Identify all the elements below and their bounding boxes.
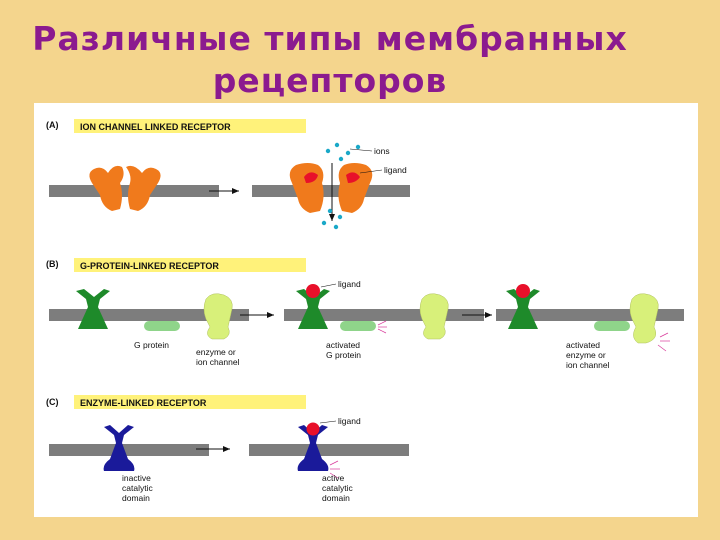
section-a: (A) ION CHANNEL LINKED RECEPTOR (46, 119, 410, 230)
enzyme-activated (629, 293, 659, 344)
g-protein-1 (144, 321, 180, 331)
ligand-a1 (304, 172, 318, 183)
section-c: (C) ENZYME-LINKED RECEPTOR ligand inacti… (46, 395, 409, 503)
activation-spark-1 (377, 320, 387, 334)
activation-spark-2 (657, 332, 670, 352)
section-c-heading-box (74, 395, 306, 409)
activated-enzyme-label-line3: ion channel (566, 360, 610, 370)
section-a-heading: ION CHANNEL LINKED RECEPTOR (80, 122, 231, 132)
inactive-label-line1: inactive (122, 473, 151, 483)
activation-spark-3 (329, 460, 340, 479)
receptor-diagram: (A) ION CHANNEL LINKED RECEPTOR (46, 119, 684, 503)
ion-channel-open (289, 163, 373, 213)
ligand-label-b: ligand (338, 279, 361, 289)
activated-g-label-line2: G protein (326, 350, 361, 360)
g-receptor-1 (76, 289, 110, 329)
diagram-panel: (A) ION CHANNEL LINKED RECEPTOR (34, 103, 698, 517)
section-c-tag: (C) (46, 397, 59, 407)
enzyme-label-line2: ion channel (196, 357, 240, 367)
g-protein-label: G protein (134, 340, 169, 350)
ligand-b1 (306, 284, 320, 298)
membrane-a2 (252, 185, 410, 197)
section-c-heading: ENZYME-LINKED RECEPTOR (80, 398, 207, 408)
section-a-heading-box (74, 119, 306, 133)
ligand-a2 (346, 172, 360, 183)
g-protein-activated (340, 321, 376, 331)
ion-channel-closed (89, 165, 161, 211)
membrane-c2 (249, 444, 409, 456)
inactive-label-line3: domain (122, 493, 150, 503)
ligand-label-a: ligand (384, 165, 407, 175)
ions-label: ions (374, 146, 390, 156)
ligand-c (306, 422, 320, 436)
section-b-tag: (B) (46, 259, 59, 269)
title-line-2: рецепторов (212, 61, 448, 100)
membrane-c1 (49, 444, 209, 456)
g-receptor-3 (506, 289, 540, 329)
active-label-line2: catalytic (322, 483, 353, 493)
active-label-line3: domain (322, 493, 350, 503)
enzyme-receptor-inactive (103, 425, 135, 471)
section-b-heading: G-PROTEIN-LINKED RECEPTOR (80, 261, 219, 271)
activated-g-label-line1: activated (326, 340, 360, 350)
inactive-label-line2: catalytic (122, 483, 153, 493)
ions-dots (321, 142, 361, 230)
active-label-line1: active (322, 473, 344, 483)
enzyme-1 (203, 293, 233, 340)
enzyme-2 (419, 293, 449, 340)
g-receptor-2 (296, 289, 330, 329)
title-line-1: Различные типы мембранных (32, 19, 628, 58)
activated-enzyme-label-line1: activated (566, 340, 600, 350)
section-b-heading-box (74, 258, 306, 272)
section-b: (B) G-PROTEIN-LINKED RECEPTOR (46, 258, 684, 370)
enzyme-label-line1: enzyme or (196, 347, 236, 357)
g-protein-3 (594, 321, 630, 331)
activated-enzyme-label-line2: enzyme or (566, 350, 606, 360)
section-a-tag: (A) (46, 120, 59, 130)
ligand-label-c: ligand (338, 416, 361, 426)
ligand-b2 (516, 284, 530, 298)
enzyme-receptor-active (297, 425, 329, 471)
page-title: Различные типы мембранных рецепторов (0, 18, 660, 102)
